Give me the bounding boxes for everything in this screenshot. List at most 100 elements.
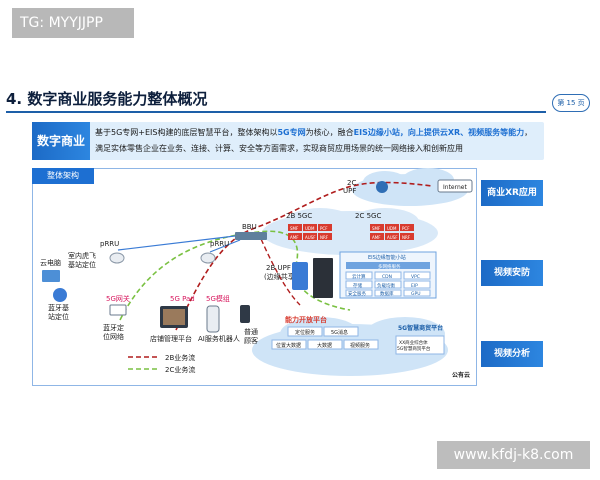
prru-right-icon <box>200 252 216 264</box>
prru-left-label: pRRU <box>100 240 119 248</box>
xx-mall-line: 5G智慧商贸平台 <box>397 345 431 352</box>
core-cell: SMF <box>290 226 299 231</box>
prru-left-icon <box>109 252 125 264</box>
title-rule <box>6 111 546 113</box>
legend-2b-label: 2B业务流 <box>165 353 195 362</box>
xx-mall-label: XX商业综合体 5G智慧商贸平台 <box>397 339 431 352</box>
side-button-video-security[interactable]: 视频安防 <box>481 260 543 286</box>
normal-user-line: 普通 <box>244 327 258 336</box>
server-rack <box>313 258 333 298</box>
bt-network-label: 蓝牙定 位网络 <box>103 323 126 341</box>
eis-cell: GPU <box>411 291 421 297</box>
ai-robot-label: AI服务机器人 <box>198 334 240 343</box>
flow-2b-line <box>175 181 433 331</box>
eis-cell: EIP <box>411 283 418 289</box>
bbu-box <box>235 232 267 240</box>
intro-text-part: ，满足实体零售企业在业务、连接、计算、安全等方面需求，实现商贸应用场景的统一网络… <box>95 128 533 153</box>
phone-icon <box>240 305 250 323</box>
upf-2c-label: 2C UPF <box>343 179 359 195</box>
sgc-2b-cells: SMF UDM PCF AMF AUSF NRF <box>288 224 332 240</box>
mec-bar <box>346 262 430 269</box>
pad-label: 5G Pad <box>170 295 195 303</box>
eis-cell: 云计算 <box>352 273 366 280</box>
page-number: 第 15 页 <box>552 94 590 112</box>
intro-highlight: EIS边缘小站，向上提供云XR、视频服务等能力 <box>353 128 525 137</box>
capability-cells: 定位服务 5G消息 位置大数据 大数据 视频服务 <box>271 326 379 350</box>
router-icon <box>376 181 388 193</box>
bbu-link <box>117 235 236 251</box>
page-title: 4. 数字商业服务能力整体概况 <box>6 90 208 108</box>
prru-right-label: pRRU <box>210 240 229 248</box>
cap-cell: 视频服务 <box>350 342 370 349</box>
cap-cell: 定位服务 <box>295 329 315 336</box>
internet-box <box>437 179 473 193</box>
mec-title: 多网络服务 <box>378 263 401 270</box>
core-cell: UDM <box>305 226 315 231</box>
intro-text-part: 为核心，融合 <box>305 128 354 137</box>
xx-mall-box <box>395 335 445 355</box>
core-cell: AMF <box>372 235 381 240</box>
eis-cell: 负载均衡 <box>377 282 395 289</box>
core-cell: SMF <box>372 226 381 231</box>
core-cell: PCF <box>320 226 328 231</box>
eis-cell: VPC <box>411 274 420 280</box>
cloud-pc-icon <box>42 270 60 282</box>
sgc-2c-label: 2C 5GC <box>355 212 381 220</box>
pad-screen <box>163 309 185 325</box>
core-cell: PCF <box>402 226 410 231</box>
side-button-video-analysis[interactable]: 视频分析 <box>481 341 543 367</box>
intro-box <box>32 122 544 160</box>
sgc-2b-label: 2B 5GC <box>286 212 312 220</box>
upf-2b-icon <box>292 262 308 290</box>
bt-station-line: 蓝牙基 <box>48 303 69 312</box>
cap-cell: 大数据 <box>317 342 332 349</box>
sgc-2c-cells: SMF UDM PCF AMF AUSF NRF <box>370 224 414 240</box>
cap-cell: 位置大数据 <box>276 342 301 349</box>
upf-2c-line: UPF <box>343 187 356 195</box>
internet-label: Internet <box>443 184 467 191</box>
core-cell: AUSF <box>387 235 398 240</box>
bt-network-line: 位网络 <box>103 332 124 341</box>
eis-cell: 存储 <box>353 282 362 289</box>
robot-icon <box>206 305 220 333</box>
eis-cells: 云计算 CDN VPC 存储 负载均衡 EIP 安全服务 数据库 GPU <box>345 271 431 297</box>
upf-2b-label: 2B UPF (边缘共享) <box>264 264 298 281</box>
core-cell: UDM <box>387 226 397 231</box>
flow-2c-line <box>119 230 351 321</box>
public-cloud-label: 公有云 <box>452 371 470 379</box>
bbu-label: BBU <box>242 223 257 231</box>
intro-text: 基于5G专网+EIS构建的底层智慧平台，整体架构以5G专网为核心，融合EIS边缘… <box>95 125 540 157</box>
flow-2b-line-lower <box>257 231 301 306</box>
bt-station-label: 蓝牙基 站定位 <box>48 303 71 321</box>
upf-2c-line: 2C <box>347 179 356 187</box>
indoor-locate-label: 室内虎飞 基站定位 <box>68 251 98 269</box>
eis-cell: 数据库 <box>380 290 394 297</box>
core-cell: AMF <box>290 235 299 240</box>
smart-platform-label: 5G智慧商贸平台 <box>398 324 443 332</box>
cap-cell: 5G消息 <box>331 329 348 336</box>
bt-station-line: 站定位 <box>48 312 69 321</box>
upf-2b-line: (边缘共享) <box>264 272 298 281</box>
cloud-pc-label: 云电脑 <box>40 258 61 267</box>
intro-highlight: 5G专网 <box>277 128 306 137</box>
module-label: 5G模组 <box>206 294 230 303</box>
upf-2b-line: 2B UPF <box>266 264 291 272</box>
core-cell: AUSF <box>305 235 316 240</box>
side-button-xr[interactable]: 商业XR应用 <box>481 180 543 206</box>
indoor-locate-line: 基站定位 <box>68 260 96 269</box>
intro-label: 数字商业 <box>32 122 90 160</box>
normal-user-label: 普通 顾客 <box>244 327 260 345</box>
bt-station-icon <box>53 288 67 302</box>
watermark-bottom: www.kfdj-k8.com <box>437 441 590 469</box>
indoor-locate-line: 室内虎飞 <box>68 251 96 260</box>
gateway-icon <box>109 304 127 316</box>
bt-network-line: 蓝牙定 <box>103 323 124 332</box>
frame-label: 整体架构 <box>32 168 94 184</box>
eis-cell: 安全服务 <box>348 290 366 297</box>
core-cell: NRF <box>402 235 411 240</box>
gateway-label: 5G网关 <box>106 294 130 303</box>
legend-2c-label: 2C业务流 <box>165 365 195 374</box>
xx-mall-line: XX商业综合体 <box>399 339 428 346</box>
bbu-link <box>209 239 241 253</box>
